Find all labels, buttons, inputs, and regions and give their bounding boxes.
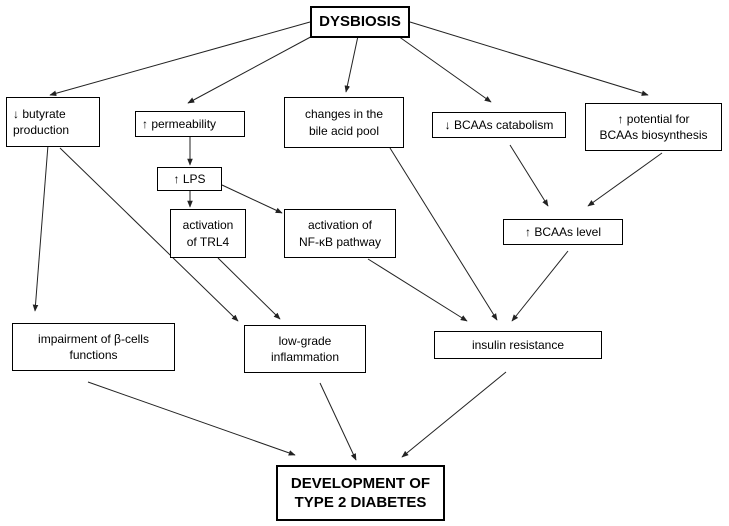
node-insulin-resistance-label: insulin resistance xyxy=(471,337,565,352)
node-trl4-label: activation of TRL4 xyxy=(182,218,234,249)
node-butyrate: ↓ butyrate production xyxy=(6,97,100,147)
node-butyrate-label: ↓ butyrate production xyxy=(13,106,70,137)
node-bcaa-catabolism-label: ↓ BCAAs catabolism xyxy=(444,117,554,132)
arrow-lps-to-nfkb xyxy=(221,184,283,214)
node-nfkb-label: activation of NF-κB pathway xyxy=(298,218,382,249)
arrow-nfkb-to-insulin-resistance xyxy=(367,258,468,322)
arrow-beta-cells-to-outcome xyxy=(87,381,296,456)
node-inflammation-label: low-grade inflammation xyxy=(270,333,340,364)
arrow-dysbiosis-to-bcaa-catabolism xyxy=(397,35,492,103)
arrow-trl4-to-inflammation xyxy=(217,257,281,320)
arrow-bcaa-catabolism-to-level xyxy=(509,144,549,207)
node-bcaa-level: ↑ BCAAs level xyxy=(503,219,623,245)
node-inflammation: low-grade inflammation xyxy=(244,325,366,373)
node-bcaa-biosynthesis-label: ↑ potential for BCAAs biosynthesis xyxy=(599,111,708,142)
node-bcaa-biosynthesis: ↑ potential for BCAAs biosynthesis xyxy=(585,103,722,151)
node-outcome-label: DEVELOPMENT OF TYPE 2 DIABETES xyxy=(290,474,431,512)
node-lps-label: ↑ LPS xyxy=(173,171,206,186)
arrow-dysbiosis-to-butyrate xyxy=(49,21,311,96)
node-beta-cells: impairment of β-cells functions xyxy=(12,323,175,371)
node-bcaa-level-label: ↑ BCAAs level xyxy=(524,224,602,239)
node-beta-cells-label: impairment of β-cells functions xyxy=(38,331,149,362)
arrow-dysbiosis-to-permeability xyxy=(187,32,319,104)
arrow-bcaa-level-to-insulin-resistance xyxy=(511,250,569,322)
node-dysbiosis-label: DYSBIOSIS xyxy=(319,12,401,30)
node-bile-acid: changes in the bile acid pool xyxy=(284,97,404,148)
node-trl4: activation of TRL4 xyxy=(170,209,246,258)
arrow-dysbiosis-to-bcaa-biosynthesis xyxy=(409,21,649,96)
node-bcaa-catabolism: ↓ BCAAs catabolism xyxy=(432,112,566,138)
arrow-insulin-resistance-to-outcome xyxy=(401,371,507,458)
node-bile-acid-label: changes in the bile acid pool xyxy=(304,107,384,138)
node-lps: ↑ LPS xyxy=(157,167,222,191)
node-outcome: DEVELOPMENT OF TYPE 2 DIABETES xyxy=(276,465,445,521)
arrow-inflammation-to-outcome xyxy=(319,382,357,461)
node-permeability: ↑ permeability xyxy=(135,111,245,137)
node-nfkb: activation of NF-κB pathway xyxy=(284,209,396,258)
arrow-dysbiosis-to-bile-acid xyxy=(344,35,359,93)
arrow-butyrate-to-beta-cells xyxy=(32,144,49,312)
arrow-butyrate-to-inflammation xyxy=(59,147,239,322)
node-dysbiosis: DYSBIOSIS xyxy=(310,6,410,38)
node-permeability-label: ↑ permeability xyxy=(142,116,217,131)
node-insulin-resistance: insulin resistance xyxy=(434,331,602,359)
arrow-bile-acid-to-insulin-resistance xyxy=(389,147,498,321)
arrow-bcaa-biosynthesis-to-level xyxy=(587,152,663,207)
